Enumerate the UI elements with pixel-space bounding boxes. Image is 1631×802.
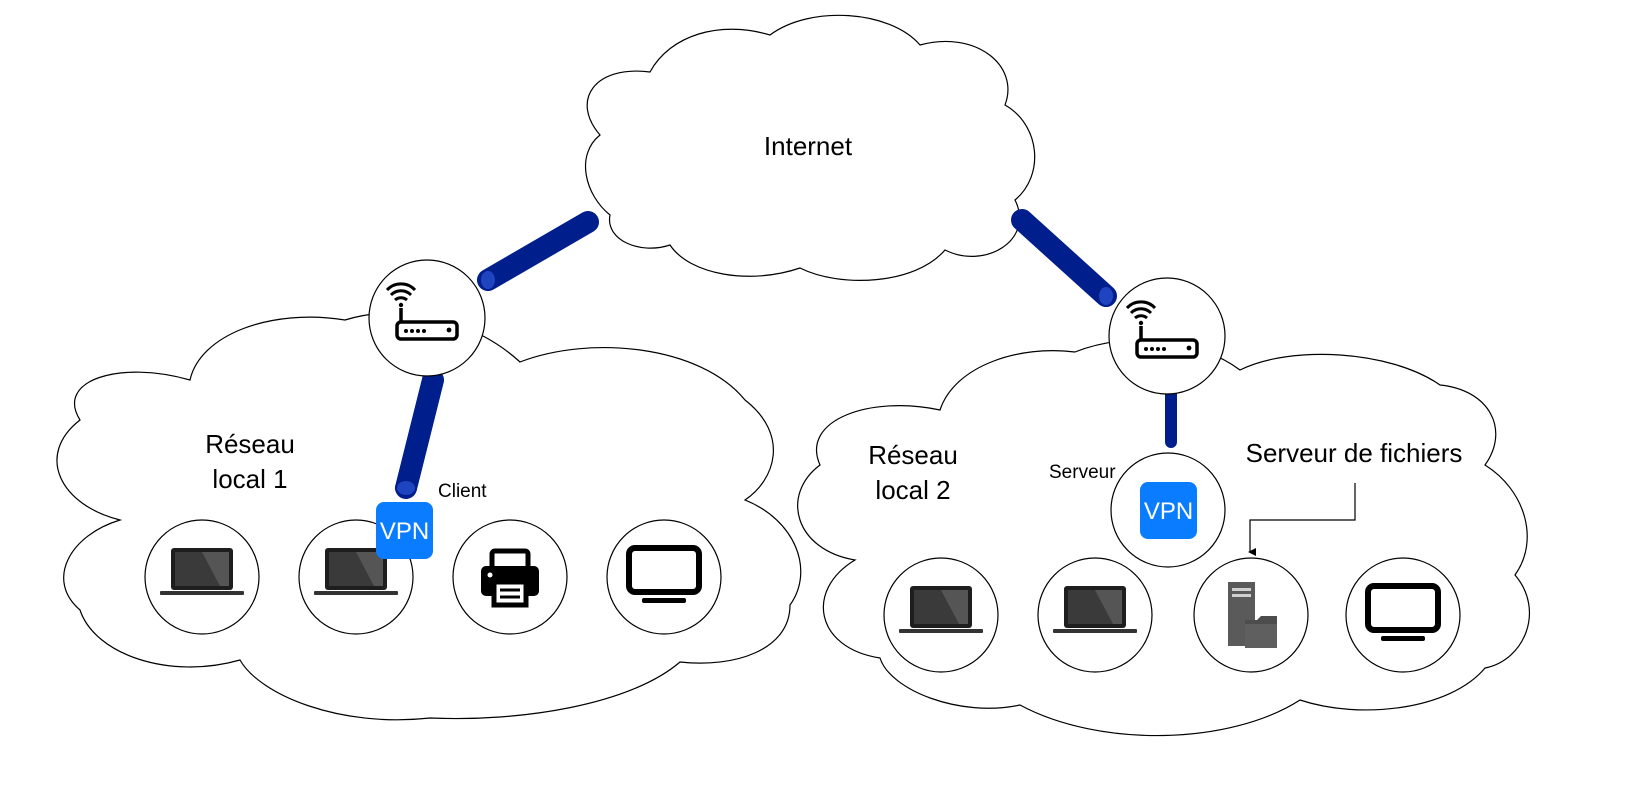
laptop-icon (160, 548, 244, 595)
link-router1-vpn-client (395, 369, 444, 499)
vpn-server-label: VPN (1144, 498, 1193, 525)
vpn-server-node: VPN (1110, 452, 1226, 568)
network2-label-line2: local 2 (875, 475, 950, 505)
laptop-icon (1053, 586, 1137, 633)
link-router1-internet (477, 211, 599, 291)
network2-file-server (1193, 557, 1309, 673)
network2-label-line1: Réseau (868, 440, 958, 470)
laptop-icon (899, 586, 983, 633)
vpn-icon (1140, 482, 1197, 539)
link-internet-router2 (1011, 209, 1117, 307)
internet-label: Internet (764, 131, 853, 161)
vpn-client-badge: VPN (376, 502, 433, 559)
vpn-icon (376, 502, 433, 559)
network1-printer (452, 519, 568, 635)
router-1 (368, 259, 486, 377)
vpn-client-label: VPN (380, 518, 429, 545)
network1-monitor (606, 519, 722, 635)
vpn-client-role-label: Client (438, 481, 487, 502)
router-2 (1108, 277, 1226, 395)
network2-laptop-2 (1037, 557, 1153, 673)
internet-cloud (585, 14, 1036, 281)
file-server-arrow (1248, 483, 1356, 556)
network2-laptop-1 (883, 557, 999, 673)
file-server-label: Serveur de fichiers (1246, 438, 1463, 468)
network2-monitor (1345, 557, 1461, 673)
network1-label-line2: local 1 (212, 464, 287, 494)
network1-label-line1: Réseau (205, 429, 295, 459)
network1-laptop-1 (144, 519, 260, 635)
vpn-server-role-label: Serveur (1049, 462, 1116, 483)
